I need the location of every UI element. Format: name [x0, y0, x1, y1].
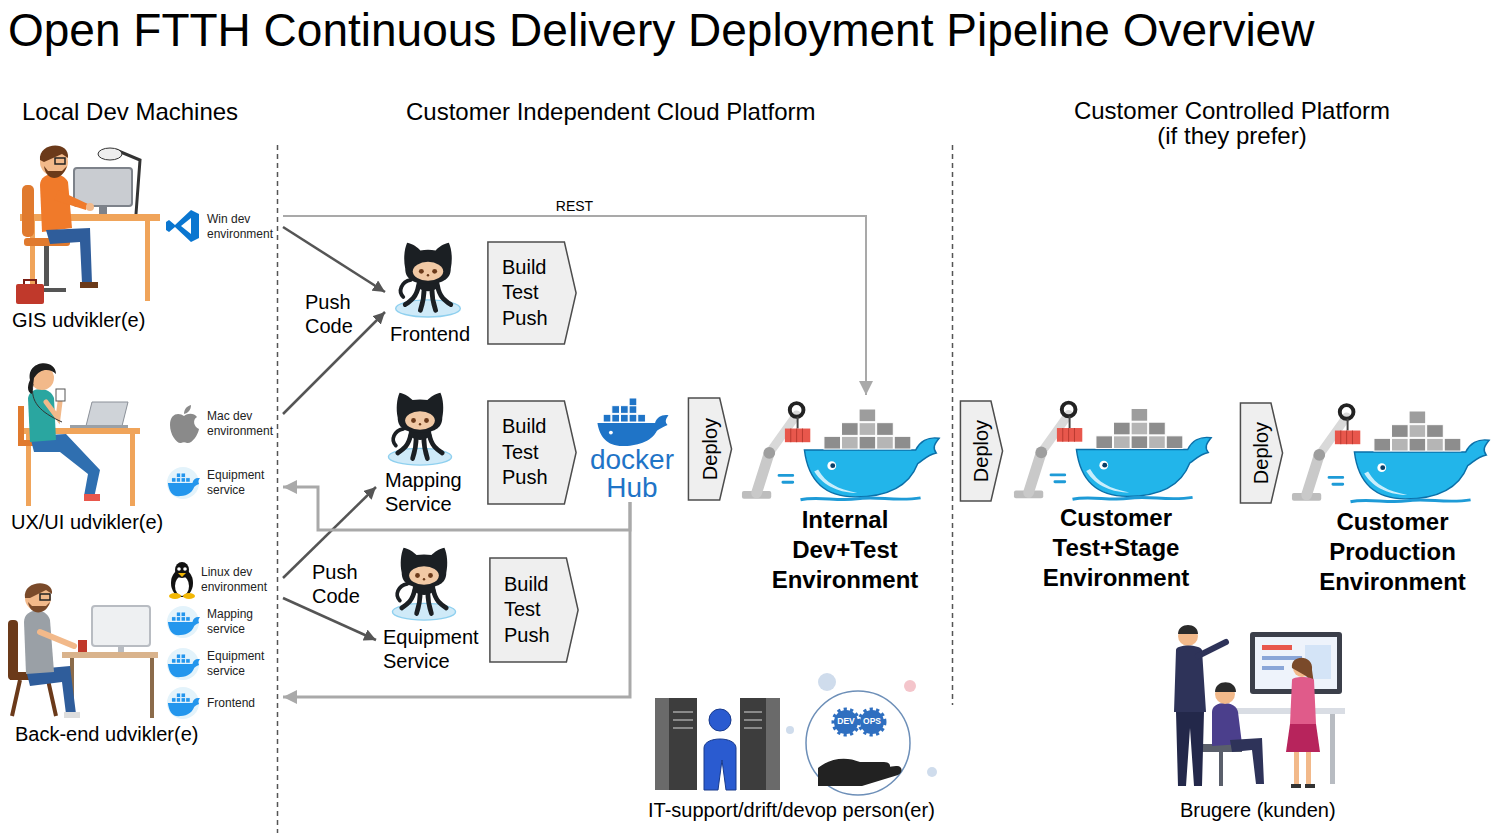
- docker-image: Equipment service: [163, 464, 283, 502]
- connector: [283, 216, 866, 395]
- docker-hub: docker Hub: [581, 398, 683, 502]
- icon-label: OPS: [863, 717, 881, 727]
- connector: [283, 227, 385, 292]
- flow-label: Push Code: [305, 290, 360, 338]
- pentagon-outline: [488, 401, 576, 504]
- environment-text: Customer Production Environment: [1310, 507, 1475, 597]
- docker-image-text: Equipment service: [207, 468, 279, 498]
- pentagon-outline: [688, 398, 731, 500]
- docker-image-text: Equipment service: [207, 649, 279, 679]
- docker-hub-text: docker Hub: [582, 446, 682, 502]
- pentagon-outline: [490, 558, 578, 662]
- connector-label: REST: [553, 198, 596, 214]
- pipeline-step-text: Build Test Push: [502, 414, 562, 490]
- github-repo: Equipment Service: [376, 543, 483, 673]
- github-repo-text: Equipment Service: [383, 625, 483, 673]
- docker-image-text: Frontend: [207, 696, 255, 711]
- deploy-step-text: Deploy: [698, 418, 722, 480]
- environment: Customer Test+Stage Environment: [1010, 398, 1222, 593]
- developer-caption-text: Back-end udvikler(e): [15, 722, 198, 746]
- docker-icon: [167, 648, 200, 680]
- pentagon-outline: [1240, 403, 1282, 503]
- dev-environment-text: Win dev environment: [207, 212, 279, 242]
- deploy-step: Deploy: [1240, 402, 1283, 504]
- environment-illustration: [1014, 403, 1211, 500]
- github-icon: [396, 243, 461, 317]
- section-heading: Local Dev Machines: [22, 98, 238, 126]
- pipeline-step: Build Test Push: [487, 241, 577, 345]
- github-icon: [388, 393, 451, 465]
- environment: Internal Dev+Test Environment: [740, 395, 950, 595]
- docker-image: Equipment service: [163, 644, 283, 684]
- platform-divider: [278, 145, 953, 833]
- developer-caption: GIS udvikler(e): [12, 308, 145, 332]
- deploy-step-text: Deploy: [1250, 422, 1274, 484]
- docker-icon: [167, 606, 200, 638]
- developer-caption: UX/UI udvikler(e): [11, 510, 163, 534]
- github-repo-text: Frontend: [390, 322, 470, 346]
- developer-illustration: [16, 145, 160, 304]
- dev-environment: Win dev environment: [163, 207, 283, 247]
- team-caption-text: IT-support/drift/devop person(er): [648, 798, 935, 822]
- pipeline-step-text: Build Test Push: [504, 572, 564, 648]
- deploy-step: Deploy: [688, 397, 732, 501]
- pipeline-step: Build Test Push: [489, 557, 579, 663]
- developer-caption-text: GIS udvikler(e): [12, 308, 145, 332]
- environment-illustration: [742, 403, 939, 500]
- environment-illustration: [1292, 405, 1489, 502]
- dev-environment-text: Mac dev environment: [207, 409, 279, 439]
- developer-caption: Back-end udvikler(e): [15, 722, 198, 746]
- vscode-icon: [166, 210, 199, 242]
- pipeline-step-text: Build Test Push: [502, 255, 562, 331]
- connector: [283, 502, 630, 697]
- environment-text: Internal Dev+Test Environment: [765, 505, 925, 595]
- connector: [283, 487, 630, 530]
- deploy-step-text: Deploy: [970, 420, 994, 482]
- environment: Customer Production Environment: [1290, 400, 1495, 597]
- pentagon-outline: [960, 401, 1002, 501]
- pentagon-outline: [488, 242, 576, 344]
- github-repo: Mapping Service: [376, 388, 475, 516]
- github-repo-text: Mapping Service: [385, 468, 475, 516]
- github-icon: [392, 548, 455, 620]
- pipeline-step: Build Test Push: [487, 400, 577, 505]
- docker-image: Mapping service: [163, 603, 283, 641]
- flow-label: Push Code: [312, 560, 367, 608]
- docker-icon: [167, 687, 200, 719]
- docker-image-text: Mapping service: [207, 607, 279, 637]
- linux-icon: [169, 562, 195, 599]
- dev-environment-text: Linux dev environment: [201, 565, 273, 595]
- developer-illustration: [18, 363, 140, 506]
- customer-caption-text: Brugere (kunden): [1180, 798, 1336, 822]
- deploy-step: Deploy: [960, 400, 1003, 502]
- dev-environment: Mac dev environment: [163, 402, 283, 446]
- developer-caption-text: UX/UI udvikler(e): [11, 510, 163, 534]
- apple-icon: [170, 405, 199, 443]
- customer-illustration: [1174, 625, 1345, 788]
- developer-illustration: [8, 583, 158, 718]
- dev-environment: Linux dev environment: [163, 560, 283, 600]
- customer-caption: Brugere (kunden): [1180, 798, 1336, 822]
- it-support-illustration: [655, 673, 937, 795]
- page-title: Open FTTH Continuous Delivery Deployment…: [8, 4, 1314, 57]
- team-caption: IT-support/drift/devop person(er): [648, 798, 935, 822]
- docker-icon: [167, 467, 200, 499]
- docker-hub-logo: [597, 398, 668, 446]
- environment-text: Customer Test+Stage Environment: [1034, 503, 1199, 593]
- github-repo: Frontend: [385, 238, 477, 346]
- section-heading: Customer Independent Cloud Platform: [406, 98, 816, 126]
- icon-label: DEV: [837, 717, 854, 727]
- section-heading: Customer Controlled Platform (if they pr…: [1067, 98, 1397, 148]
- docker-image: Frontend: [163, 686, 283, 720]
